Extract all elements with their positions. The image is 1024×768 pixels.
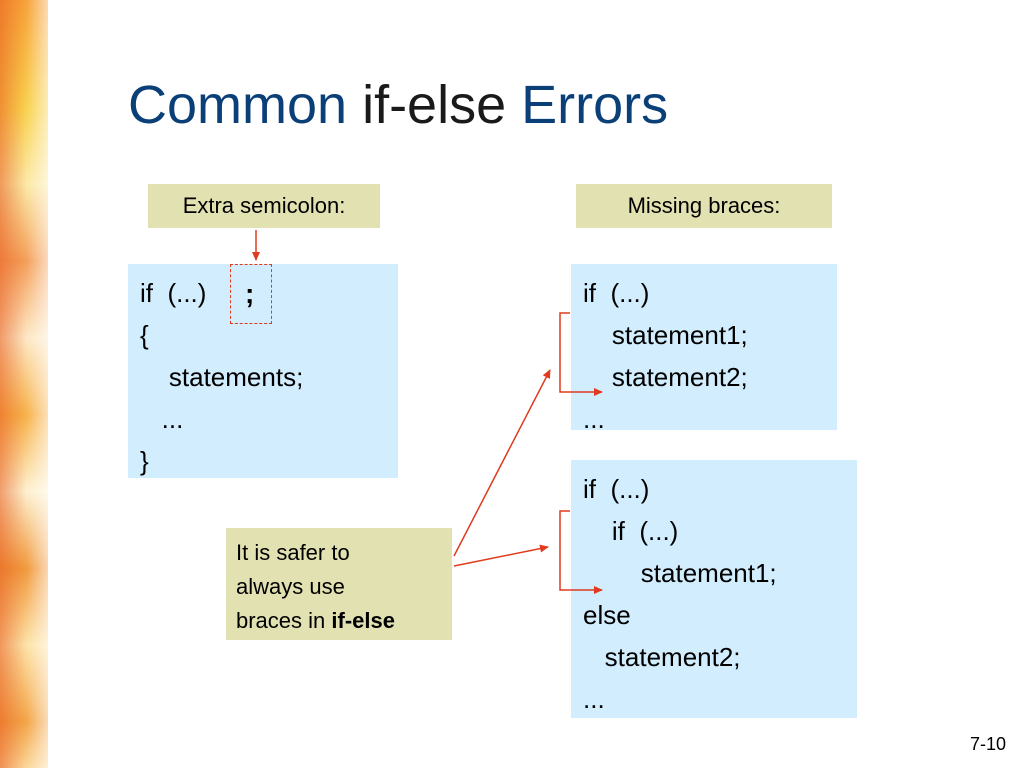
- slide-title: Common if-else Errors: [128, 70, 668, 140]
- code-line: if (...): [583, 516, 679, 546]
- code-line: statement2;: [583, 362, 748, 392]
- code-line: }: [140, 446, 149, 476]
- safety-note: It is safer to always use braces in if-e…: [226, 528, 452, 640]
- code-line: statement2;: [583, 642, 741, 672]
- semicolon-highlight-box: [230, 264, 272, 324]
- title-part-common: Common: [128, 75, 348, 135]
- code-line: {: [140, 320, 149, 350]
- code-line: statement1;: [583, 558, 777, 588]
- slide-number: 7-10: [969, 734, 1006, 754]
- code-line: statements;: [140, 362, 304, 392]
- arrow-note-to-bottom-example: [453, 544, 549, 567]
- code-line: ...: [583, 684, 605, 714]
- code-box-missing-braces-1: if (...) statement1; statement2; ...: [571, 264, 837, 434]
- title-part-errors: Errors: [521, 75, 669, 135]
- bracket-bottom-example: [559, 510, 603, 594]
- title-part-if-else: if-else: [362, 75, 507, 135]
- code-box-missing-braces-2: if (...) if (...) statement1; else state…: [571, 460, 857, 718]
- note-bold-keyword: if-else: [331, 608, 395, 633]
- code-line: if (...): [140, 278, 207, 308]
- code-line: ...: [583, 404, 605, 434]
- code-line: if (...): [583, 474, 650, 504]
- note-line: It is safer to: [236, 540, 350, 565]
- note-text: braces in: [236, 608, 332, 633]
- code-line: else: [583, 600, 631, 630]
- note-line: always use: [236, 574, 345, 599]
- note-line: braces in if-else: [236, 604, 442, 638]
- code-line: ...: [140, 404, 184, 434]
- extra-semicolon: ;: [245, 278, 255, 309]
- code-line: statement1;: [583, 320, 748, 350]
- code-box-extra-semicolon: if (...) { statements; ... }: [128, 264, 398, 478]
- missing-braces-label: Missing braces:: [576, 184, 832, 228]
- bracket-top-example: [559, 312, 603, 396]
- decorative-side-strip: [0, 0, 48, 768]
- code-line: if (...): [583, 278, 650, 308]
- extra-semicolon-label: Extra semicolon:: [148, 184, 380, 228]
- arrow-note-to-top-example: [453, 369, 551, 557]
